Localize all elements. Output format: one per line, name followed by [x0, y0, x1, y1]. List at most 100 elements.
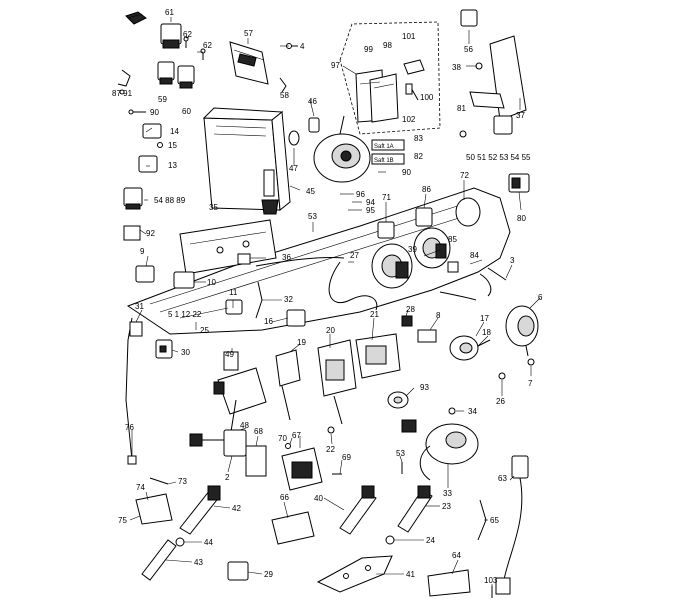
callout-53a: 53 — [308, 212, 317, 221]
callout-30: 30 — [181, 348, 190, 357]
callout-29: 29 — [264, 570, 273, 579]
screw-90a — [128, 109, 146, 115]
relay-71 — [377, 221, 395, 239]
callout-36: 36 — [282, 253, 291, 262]
callout-32: 32 — [284, 295, 293, 304]
callout-103: 103 — [484, 576, 498, 585]
screw-70 — [285, 443, 291, 449]
callout-9: 9 — [140, 247, 145, 256]
wire-27 — [328, 261, 378, 311]
clip-15 — [157, 142, 163, 148]
callout-38: 38 — [452, 63, 461, 72]
module-group-97 — [339, 21, 441, 135]
screw-34 — [448, 407, 456, 415]
callout-10: 10 — [207, 278, 216, 287]
switch-49 — [223, 351, 239, 371]
callout-43: 43 — [194, 558, 203, 567]
callout-64: 64 — [452, 551, 461, 560]
callout-87-91: 87 91 — [112, 89, 133, 98]
relay-9 — [135, 265, 155, 283]
screw-26 — [498, 372, 506, 380]
callout-7: 7 — [528, 379, 533, 388]
callout-45: 45 — [306, 187, 315, 196]
relay-16 — [286, 309, 306, 327]
bracket-57 — [229, 41, 269, 85]
connector-39 — [395, 261, 409, 279]
callout-54-88-89: 54 88 89 — [154, 196, 186, 205]
connector-66 — [271, 511, 315, 545]
callout-17: 17 — [480, 314, 489, 323]
bracket-43 — [141, 539, 177, 581]
callout-97: 97 — [331, 61, 340, 70]
relay-59 — [157, 61, 175, 85]
callout-25: 25 — [200, 326, 209, 335]
callout-34: 34 — [468, 407, 477, 416]
callout-69: 69 — [342, 453, 351, 462]
lock-cylinder-17-18 — [449, 335, 491, 361]
callout-76: 76 — [125, 423, 134, 432]
combination-switch-21 — [355, 333, 401, 379]
callout-27: 27 — [350, 251, 359, 260]
relay-50-55 — [493, 115, 513, 135]
screw-73 — [149, 477, 169, 485]
callout-101: 101 — [402, 32, 416, 41]
callout-16: 16 — [264, 317, 273, 326]
plate-41 — [316, 555, 393, 593]
callout-21: 21 — [370, 310, 379, 319]
nut-44 — [175, 537, 185, 547]
callout-42: 42 — [232, 504, 241, 513]
callout-28: 28 — [406, 305, 415, 314]
screw-81 — [459, 130, 467, 138]
callout-26: 26 — [496, 397, 505, 406]
callout-56: 56 — [464, 45, 473, 54]
nut-24 — [385, 535, 395, 545]
callout-98: 98 — [383, 41, 392, 50]
callout-39: 39 — [408, 245, 417, 254]
callout-labels: 61 62 62 57 4 56 38 37 97 99 98 101 100 … — [112, 8, 543, 585]
callout-49: 49 — [225, 350, 234, 359]
wire-loom — [255, 256, 345, 267]
gauge-housing — [313, 115, 371, 183]
relay-10 — [173, 271, 195, 289]
callout-70: 70 — [278, 434, 287, 443]
switch-23 — [397, 485, 433, 533]
switch-80 — [508, 173, 530, 193]
connector-85 — [435, 243, 447, 259]
module-67 — [281, 447, 323, 491]
callout-80: 80 — [517, 214, 526, 223]
callout-71: 71 — [382, 193, 391, 202]
callout-90a: 90 — [150, 108, 159, 117]
callout-65: 65 — [490, 516, 499, 525]
callout-23: 23 — [442, 502, 451, 511]
harness-63 — [495, 455, 529, 595]
clip-87-91 — [117, 69, 131, 95]
leader-lines — [129, 30, 541, 586]
wire-3 — [487, 267, 507, 281]
callout-85: 85 — [448, 235, 457, 244]
callout-58: 58 — [280, 91, 289, 100]
cross-member-35 — [179, 219, 277, 275]
callout-8: 8 — [436, 311, 441, 320]
callout-75: 75 — [118, 516, 127, 525]
callout-13: 13 — [168, 161, 177, 170]
callout-5-1-12-22: 5 1 12 22 — [168, 310, 202, 319]
callout-2: 2 — [225, 473, 230, 482]
relay-13 — [138, 155, 158, 173]
relay-29 — [227, 561, 249, 581]
callout-61: 61 — [165, 8, 174, 17]
callout-86: 86 — [422, 185, 431, 194]
callout-94: 94 — [366, 198, 375, 207]
callout-81: 81 — [457, 104, 466, 113]
callout-57: 57 — [244, 29, 253, 38]
card-82-text: Saft 1B — [374, 158, 394, 164]
callout-84: 84 — [470, 251, 479, 260]
callout-22: 22 — [326, 445, 335, 454]
card-83-text: Saft 1A — [374, 144, 394, 150]
lamp-6 — [505, 305, 539, 357]
connector-68 — [245, 445, 267, 477]
wiper-switch-42 — [179, 485, 221, 535]
callout-74: 74 — [136, 483, 145, 492]
relay-60 — [177, 65, 195, 89]
callout-33: 33 — [443, 489, 452, 498]
